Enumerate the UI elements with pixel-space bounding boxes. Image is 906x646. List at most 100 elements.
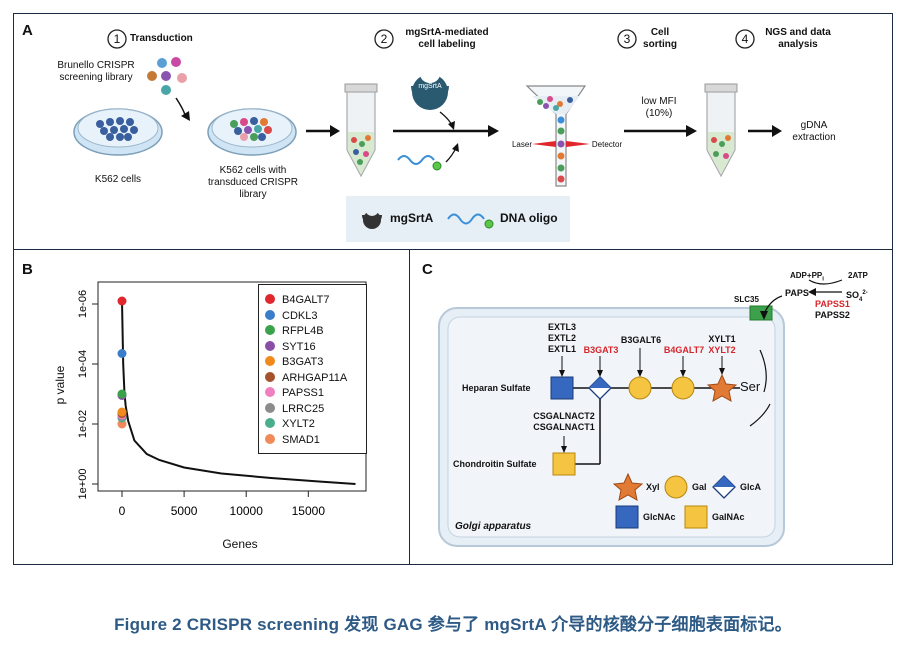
gdna-label: gDNA extraction — [792, 120, 836, 143]
papss1-label: PAPSS1 — [815, 299, 850, 309]
legend-dot-icon — [265, 294, 275, 304]
golgi-pathway-diagram — [438, 279, 843, 547]
key-glca-label: GlcA — [740, 482, 762, 492]
step-2-title: mgSrtA-mediated cell labeling — [405, 27, 489, 50]
point-rfpl4b — [117, 389, 127, 399]
legend-dot-icon — [265, 387, 275, 397]
petri-dish-icon — [73, 108, 163, 156]
step-4-title: NGS and data analysis — [765, 27, 831, 50]
panel-a-label: A — [22, 22, 33, 39]
paps-label: PAPS — [785, 288, 809, 298]
detector-label: Detector — [591, 140, 623, 149]
so4-label: SO42- — [846, 290, 868, 303]
legend-item: SMAD1 — [265, 433, 320, 447]
step-3-number: 3 — [623, 32, 631, 46]
point-cdkl3 — [117, 349, 127, 358]
legend-item: RFPL4B — [265, 324, 324, 338]
key-glca-diamond-icon — [712, 475, 736, 499]
b4galt7-label: B4GALT7 — [663, 345, 705, 355]
step-4-number: 4 — [741, 32, 749, 46]
key-galnac-label: GalNAc — [712, 512, 745, 522]
xylt2-label: XYLT2 — [708, 345, 736, 355]
atp-label: 2ATP — [848, 271, 868, 280]
x-tick-label: 0 — [119, 504, 126, 518]
step-number-icons — [107, 29, 755, 49]
x-tick-label: 10000 — [230, 504, 264, 518]
panel-c-label: C — [422, 261, 433, 278]
k562-transduced-label: K562 cells with transduced CRISPR librar… — [207, 165, 299, 200]
legend-label: SYT16 — [282, 340, 316, 353]
low-mfi-label: low MFI (10%) — [641, 96, 677, 119]
tube-icon — [344, 83, 378, 178]
chondroitin-label: Chondroitin Sulfate — [453, 459, 537, 469]
legend-label: XYLT2 — [282, 418, 315, 430]
legend-dot-icon — [265, 371, 275, 382]
xyl-star-icon — [706, 373, 738, 402]
mgsrta-protein-icon — [411, 74, 449, 110]
legend-dot-icon — [265, 340, 275, 351]
virus-icons — [147, 57, 187, 95]
golgi-label: Golgi apparatus — [455, 521, 532, 532]
legend-item: PAPSS1 — [265, 386, 324, 400]
key-xyl-label: Xyl — [646, 482, 660, 492]
legend-dot-icon — [265, 402, 275, 413]
x-axis-label: Genes — [222, 537, 258, 551]
mgsrta-icon-label: mgSrtA — [418, 83, 442, 90]
legend-label: SMAD1 — [282, 433, 320, 446]
x-tick-label: 15000 — [292, 504, 326, 518]
ser-label: Ser — [740, 379, 761, 394]
panel-c-frame — [409, 249, 893, 565]
legend-label: LRRC25 — [282, 402, 325, 415]
legend-label: RFPL4B — [282, 325, 324, 337]
heparan-label: Heparan Sulfate — [462, 383, 531, 393]
step-2-number: 2 — [380, 32, 388, 46]
b3galt6-label: B3GALT6 — [620, 335, 662, 345]
step-3-title: Cell sorting — [643, 27, 677, 50]
y-tick-label: 1e-02 — [77, 410, 89, 438]
glcnac-square-icon — [550, 376, 574, 400]
gal-circle-icon-1 — [628, 376, 652, 400]
petri-dish-transduced-icon — [207, 108, 297, 156]
legend-item: LRRC25 — [265, 402, 324, 416]
legend-label: B3GAT3 — [282, 356, 324, 368]
y-tick-label: 1e-06 — [77, 290, 89, 318]
tube-sorted-icon — [704, 83, 738, 178]
legend-label: PAPSS1 — [282, 387, 324, 399]
legend-dot-icon — [265, 356, 275, 366]
cell-sorter-icon — [525, 85, 590, 187]
dna-oligo-icon — [397, 155, 435, 165]
legend-item: CDKL3 — [265, 309, 317, 323]
legend-dot-icon — [265, 325, 275, 335]
step-2-circle-icon — [374, 29, 394, 49]
legend-dot-icon — [265, 309, 275, 320]
step-1-number: 1 — [113, 32, 121, 46]
legend-label: B4GALT7 — [282, 294, 330, 306]
papss2-label: PAPSS2 — [815, 310, 850, 320]
gal-circle-icon-2 — [671, 376, 695, 400]
legend-dot-icon — [265, 433, 275, 444]
key-galnac-square-icon — [684, 505, 708, 529]
y-tick-label: 1e+00 — [77, 469, 89, 500]
key-gal-label: Gal — [692, 482, 707, 492]
extl-label: EXTL3 EXTL2 EXTL1 — [547, 322, 576, 354]
legend-mgsrta-label: mgSrtA — [390, 211, 434, 225]
figure-caption: Figure 2 CRISPR screening 发现 GAG 参与了 mgS… — [114, 615, 792, 634]
xylt1-label: XYLT1 — [708, 334, 736, 344]
key-glcnac-label: GlcNAc — [643, 512, 676, 522]
legend-item: ARHGAP11A — [265, 371, 347, 385]
point-b4galt7 — [117, 296, 127, 306]
step-1-circle-icon — [107, 29, 127, 49]
step-4-circle-icon — [735, 29, 755, 49]
legend-item: B4GALT7 — [265, 293, 330, 307]
step-1-title: Transduction — [130, 33, 193, 44]
x-tick-label: 5000 — [171, 504, 198, 518]
laser-label: Laser — [511, 140, 532, 149]
adp-label: ADP+PPi — [790, 271, 824, 283]
legend-label: CDKL3 — [282, 309, 318, 322]
legend-item: B3GAT3 — [265, 355, 323, 369]
key-glcnac-square-icon — [615, 505, 639, 529]
step-3-circle-icon — [617, 29, 637, 49]
galnac-square-icon — [552, 452, 576, 476]
